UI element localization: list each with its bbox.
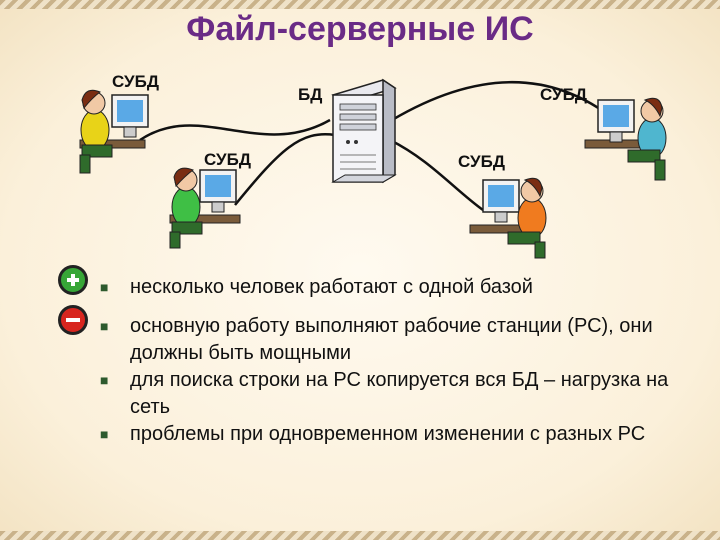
disadvantage-item: ■ для поиска строки на РС копируется вся… (100, 367, 690, 421)
advantage-text: несколько человек работают с одной базой (130, 276, 533, 298)
square-bullet-icon: ■ (100, 372, 109, 388)
cable-top-right (391, 80, 616, 122)
label-dbms-mid-right: СУБД (458, 152, 505, 171)
disadvantage-text: для поиска строки на РС копируется вся Б… (130, 369, 669, 418)
square-bullet-icon: ■ (100, 279, 109, 295)
disadvantage-text: основную работу выполняют рабочие станци… (130, 315, 653, 364)
workstation-top-right-icon (584, 97, 667, 181)
diagram-svg (79, 78, 667, 259)
network-diagram: СУБД БД СУБД СУБД СУБД (79, 72, 667, 259)
workstation-mid-left-icon (169, 167, 241, 249)
disadvantage-text: проблемы при одновременном изменении с р… (130, 423, 646, 445)
disadvantage-item: ■ основную работу выполняют рабочие стан… (100, 313, 690, 367)
workstation-mid-right-icon (469, 177, 547, 259)
cable-top-left (139, 118, 331, 142)
disadvantage-item: ■ проблемы при одновременном изменении с… (100, 421, 690, 448)
slide-title: Файл-серверные ИС (186, 10, 534, 48)
server-icon (331, 78, 397, 184)
label-db: БД (298, 85, 323, 104)
plus-circle-icon (58, 265, 88, 295)
minus-circle-icon (58, 305, 88, 335)
square-bullet-icon: ■ (100, 318, 109, 334)
cable-mid-right (389, 138, 484, 212)
top-border (0, 0, 720, 9)
label-dbms-mid-left: СУБД (204, 150, 251, 169)
bottom-border (0, 531, 720, 540)
square-bullet-icon: ■ (100, 426, 109, 442)
label-dbms-top-right: СУБД (540, 85, 587, 104)
label-dbms-top-left: СУБД (112, 72, 159, 91)
workstation-top-left-icon (79, 89, 149, 174)
cable-mid-left (234, 133, 336, 206)
pros-cons-list: ■ несколько человек работают с одной баз… (100, 274, 690, 448)
advantage-item: ■ несколько человек работают с одной баз… (100, 274, 690, 301)
